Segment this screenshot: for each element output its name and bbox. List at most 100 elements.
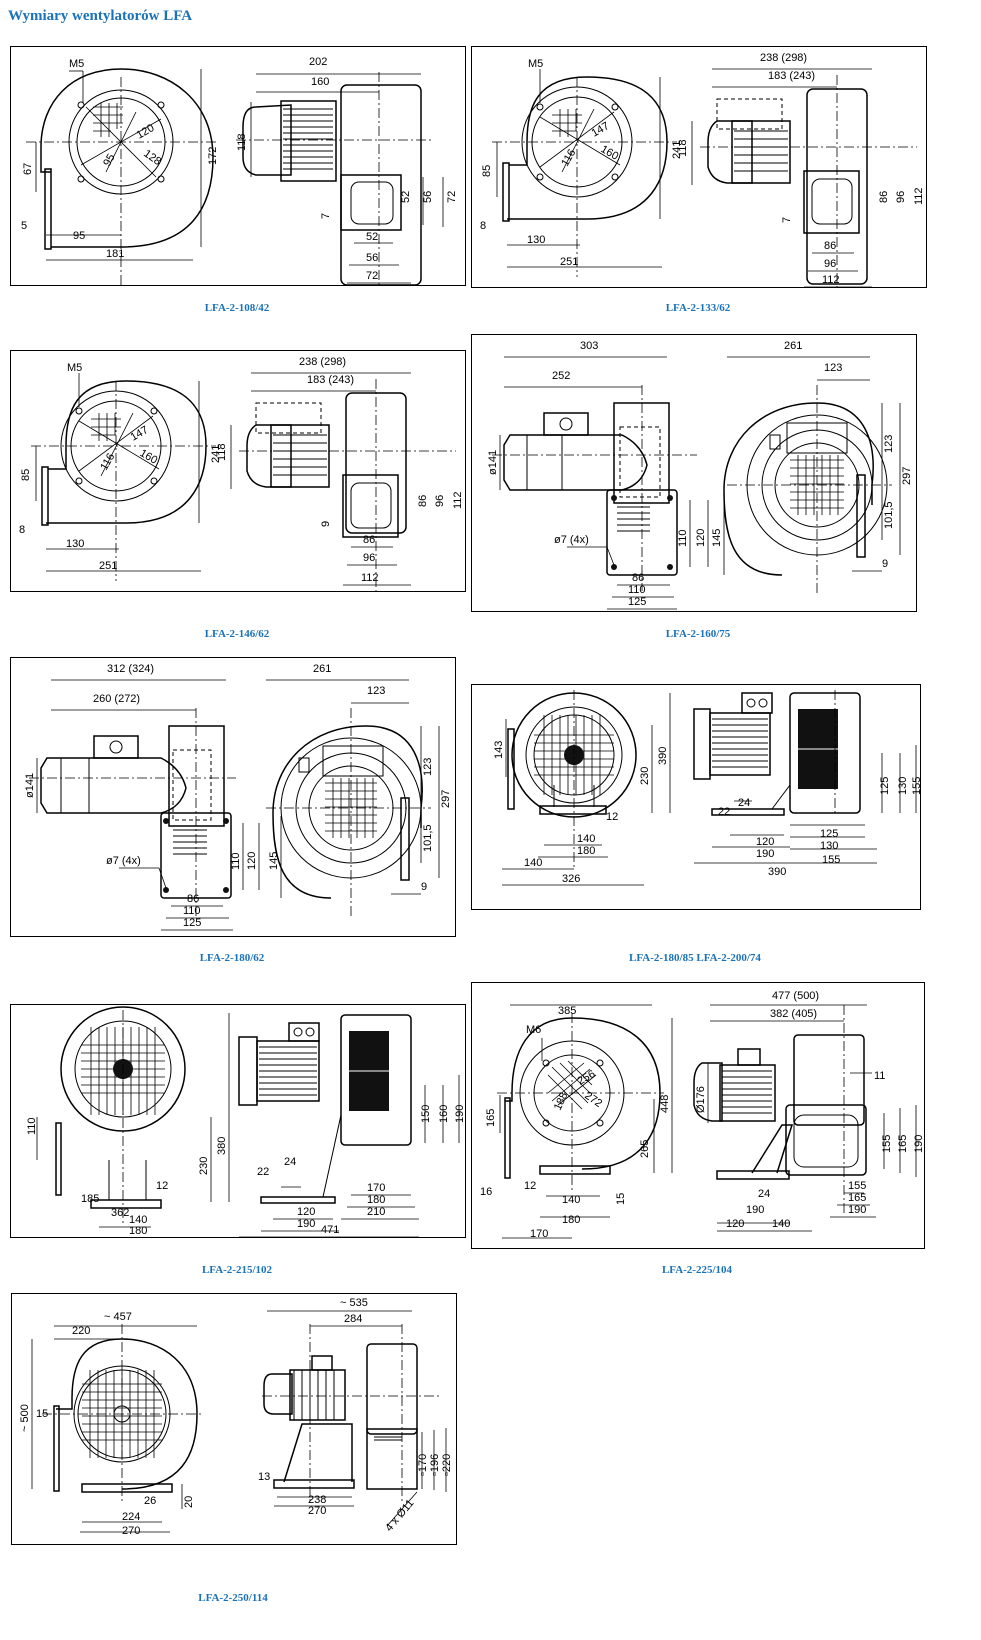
dim-label: 12 [156,1180,168,1192]
dim-label: 270 [122,1525,140,1537]
dim-label: 145 [711,529,723,547]
dim-label: 123 [422,758,434,776]
dim-label: 326 [562,873,580,885]
dim-label: 251 [560,256,578,268]
dim-label: 15 [36,1408,48,1420]
dim-label: 24 [738,797,750,809]
dim-label: 12 [606,811,618,823]
dim-label: 118 [677,139,689,157]
dim-label: 4 x Ø11 [383,1497,416,1534]
model-caption: LFA-2-160/75 [665,628,731,640]
dim-label: 5 [21,220,27,232]
dim-label: 120 [726,1218,744,1230]
technical-drawing: M5 147 160 116 85 241 8 130 251 238 (298… [480,52,925,287]
dim-label: 67 [22,163,34,175]
dim-label: 112 [913,187,925,205]
dim-label: 230 [198,1157,210,1175]
technical-drawing: M5 120 128 95 67 172 5 95 181 202 160 11… [21,56,458,285]
technical-drawing: ~ 457 220 ~ 500 15 26 224 20 270 ~ 535 2… [19,1297,453,1537]
dim-label: 155 [822,854,840,866]
dim-label: 125 [820,828,838,840]
dim-label: 190 [913,1135,924,1153]
dim-label: ▫170 [417,1454,429,1476]
drawing-panel-215-102: 110 230 380 12 140 180 185 362 24 22 120… [10,1004,466,1238]
model-caption: LFA-2-133/62 [665,302,731,314]
dim-label: 477 (500) [772,990,819,1002]
dim-label: 72 [366,270,378,282]
dim-label: 112 [361,572,379,584]
dim-label: 172 [207,147,219,165]
fan-side-view [262,1310,447,1527]
dim-label: 170 [367,1182,385,1194]
dim-label: 471 [321,1224,339,1236]
model-caption: LFA-2-225/104 [661,1264,733,1276]
fan-front-view [497,1004,673,1239]
dim-label: 140 [524,857,542,869]
dim-label: 20 [183,1496,195,1508]
drawing-panel-225-104: 385 M6 256 272 188 165 448 265 16 12 140… [471,982,925,1249]
dim-label: 155 [848,1180,866,1192]
dim-label: 185 [81,1193,99,1205]
fan-side-view [693,1004,917,1232]
dim-label: 251 [99,560,117,572]
dim-label: 390 [768,866,786,878]
dim-label: 362 [111,1207,129,1219]
dim-label: 256 [576,1068,598,1088]
technical-drawing: 143 230 390 12 140 180 140 326 24 22 120… [493,690,920,886]
dim-label: 140 [129,1214,147,1226]
dim-label: 56 [366,252,378,264]
dim-label: 160 [138,447,160,467]
dim-label: 110 [26,1117,38,1135]
dim-label: 95 [101,152,118,169]
dim-label: 190 [756,848,774,860]
dim-label: 13 [258,1471,270,1483]
model-caption: LFA-2-215/102 [201,1264,273,1276]
dim-label: 86 [632,572,644,584]
dim-label: 155 [911,777,920,795]
dim-label: 52 [400,191,412,203]
dim-label: 183 (243) [307,374,354,386]
dim-label: 96 [363,552,375,564]
dim-label: 181 [106,248,124,260]
dim-label: 180 [577,845,595,857]
dim-label: 220 [72,1325,90,1337]
dim-label: 238 [308,1494,326,1506]
dim-label: 86 [417,495,429,507]
dim-label: ø7 (4x) [554,534,589,546]
dim-label: 7 [781,217,793,223]
dim-label: 123 [824,362,842,374]
dim-label: 188 [552,1091,571,1113]
dim-label: Ø176 [695,1086,707,1113]
dim-label: 160 [311,76,329,88]
fan-side-view [236,72,444,285]
dim-label: 95 [73,230,85,242]
dim-label: 110 [183,905,201,917]
dim-label: 155 [881,1135,893,1153]
dim-label: 180 [562,1214,580,1226]
dim-label: 86 [824,240,836,252]
dim-label: 140 [562,1194,580,1206]
dim-label: 9 [320,521,332,527]
dim-label: 261 [313,663,331,675]
dim-label: 130 [66,538,84,550]
dim-label: 210 [367,1206,385,1218]
dim-label: 125 [879,777,891,795]
technical-drawing: 312 (324) 260 (272) ø141 ø7 (4x) 110 120… [24,663,452,931]
fan-front-view [266,679,440,918]
dim-label: 101,5 [883,501,895,529]
dim-label: M5 [528,58,543,70]
technical-drawing: 110 230 380 12 140 180 185 362 24 22 120… [26,1006,465,1237]
dim-label: 125 [628,596,646,608]
dim-label: 448 [659,1095,671,1113]
dim-label: 125 [183,917,201,929]
dim-label: ø141 [24,773,36,798]
fan-front-view [36,1006,230,1228]
dim-label: 26 [144,1495,156,1507]
dim-label: 202 [309,56,327,68]
dim-label: 261 [784,340,802,352]
dim-label: 8 [19,524,25,536]
dim-label: 150 [420,1105,432,1123]
dim-label: 85 [481,165,493,177]
dim-label: 382 (405) [770,1008,817,1020]
dim-label: M5 [69,58,84,70]
